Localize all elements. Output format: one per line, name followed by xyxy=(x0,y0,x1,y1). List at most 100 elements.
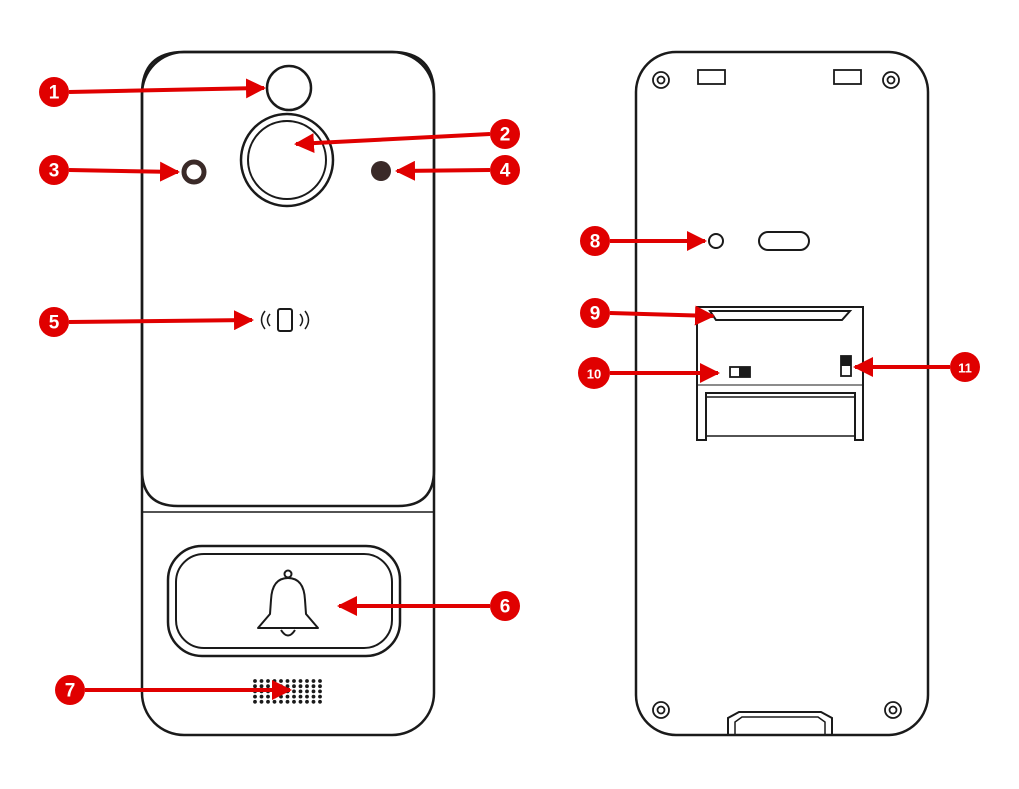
camera-lens-inner xyxy=(247,120,327,200)
speaker-hole xyxy=(311,684,316,689)
callout-number-11: 11 xyxy=(958,361,972,376)
speaker-hole xyxy=(285,684,290,689)
callout-arrow-2 xyxy=(294,132,491,154)
speaker-hole xyxy=(318,679,322,683)
callout-number-9: 9 xyxy=(590,304,601,325)
speaker-hole xyxy=(253,684,257,689)
speaker-hole xyxy=(253,679,257,683)
infrared-led xyxy=(371,161,391,181)
speaker-hole xyxy=(305,684,309,689)
speaker-hole xyxy=(311,694,316,699)
speaker-hole xyxy=(272,699,277,704)
speaker-hole xyxy=(298,699,303,704)
speaker-hole xyxy=(318,684,322,689)
doorbell-button-outer xyxy=(166,544,402,658)
pir-sensor xyxy=(265,64,313,112)
speaker-hole xyxy=(298,694,303,699)
callout-number-5: 5 xyxy=(49,313,60,334)
callout-badge-7 xyxy=(55,675,85,705)
speaker-hole xyxy=(292,684,296,689)
battery-top-strip xyxy=(708,310,853,321)
speaker-hole xyxy=(253,694,257,699)
callout-badge-9 xyxy=(580,298,610,328)
speaker-hole xyxy=(259,699,264,704)
callout-arrow-4 xyxy=(395,160,491,181)
speaker-hole xyxy=(305,694,309,699)
callout-badge-2 xyxy=(490,119,520,149)
speaker-hole xyxy=(253,699,257,704)
speaker-hole xyxy=(305,679,309,683)
vertical-switch xyxy=(840,355,852,377)
speaker-hole xyxy=(298,689,303,694)
nfc-card-icon xyxy=(260,308,310,332)
bell-icon xyxy=(257,569,319,637)
callout-number-1: 1 xyxy=(49,83,60,104)
battery-compartment xyxy=(696,306,864,441)
speaker-hole xyxy=(259,684,264,689)
callout-number-4: 4 xyxy=(500,161,511,182)
speaker-hole xyxy=(298,684,303,689)
callout-badge-3 xyxy=(39,155,69,185)
speaker-hole xyxy=(272,679,277,683)
callout-number-7: 7 xyxy=(65,681,76,702)
screw-bottom-right xyxy=(884,701,902,719)
speaker-hole xyxy=(285,679,290,683)
speaker-hole xyxy=(259,694,264,699)
speaker-hole xyxy=(311,689,316,694)
speaker-hole xyxy=(292,689,296,694)
speaker-hole xyxy=(311,679,316,683)
callout-arrow-3 xyxy=(68,161,180,182)
speaker-hole xyxy=(279,694,283,699)
speaker-hole xyxy=(266,694,270,699)
callout-badge-10 xyxy=(578,357,610,389)
callout-arrow-1 xyxy=(68,78,266,99)
speaker-hole xyxy=(318,694,322,699)
speaker-hole xyxy=(266,699,270,704)
speaker-hole xyxy=(298,679,303,683)
callout-badge-6 xyxy=(490,591,520,621)
back-view xyxy=(634,50,930,737)
callout-badge-4 xyxy=(490,155,520,185)
speaker-hole xyxy=(259,679,264,683)
speaker-hole xyxy=(311,699,316,704)
speaker-hole xyxy=(266,684,270,689)
speaker-hole xyxy=(305,689,309,694)
callout-arrow-9 xyxy=(609,305,715,326)
speaker-hole xyxy=(292,679,296,683)
camera-lens-outer xyxy=(239,112,335,208)
callout-number-3: 3 xyxy=(49,161,60,182)
callout-badge-1 xyxy=(39,77,69,107)
back-body-outline xyxy=(634,50,930,737)
mount-slot-left xyxy=(697,69,726,85)
callout-number-8: 8 xyxy=(590,232,601,253)
speaker-hole xyxy=(279,679,283,683)
speaker-hole xyxy=(285,694,290,699)
speaker-hole xyxy=(305,699,309,704)
speaker-hole xyxy=(318,689,322,694)
speaker-hole xyxy=(292,694,296,699)
screw-top-left xyxy=(652,71,670,89)
horizontal-switch xyxy=(729,366,751,378)
back-oval-port xyxy=(758,231,810,251)
screw-bottom-left xyxy=(652,701,670,719)
callout-badge-11 xyxy=(950,352,980,382)
reset-hole xyxy=(708,233,724,249)
doorbell-button-inner xyxy=(175,553,393,649)
light-sensor xyxy=(181,159,207,185)
front-face-plate xyxy=(140,50,436,508)
callout-number-10: 10 xyxy=(587,367,601,382)
front-view xyxy=(140,50,436,737)
callout-badge-5 xyxy=(39,307,69,337)
speaker-hole xyxy=(279,699,283,704)
callout-arrow-5 xyxy=(68,310,254,331)
mount-slot-right xyxy=(833,69,862,85)
callout-number-2: 2 xyxy=(500,125,511,146)
speaker-hole xyxy=(292,699,296,704)
speaker-hole xyxy=(272,694,277,699)
callout-badge-8 xyxy=(580,226,610,256)
speaker-hole xyxy=(266,679,270,683)
bottom-tab xyxy=(727,711,833,735)
speaker-hole xyxy=(285,699,290,704)
